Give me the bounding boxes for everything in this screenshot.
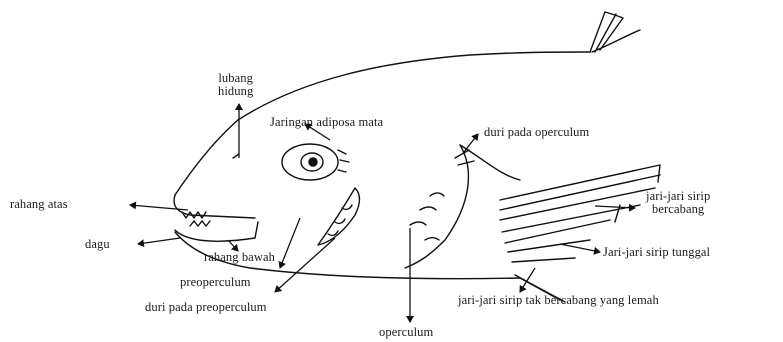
upper-jaw [174, 195, 255, 218]
dorsal-outline [238, 52, 590, 120]
label-jari-tunggal: Jari-jari sirip tunggal [603, 246, 710, 259]
preoperculum-outline [318, 188, 360, 245]
label-duri-preoperculum: duri pada preoperculum [145, 301, 267, 314]
label-operculum: operculum [379, 326, 433, 339]
label-duri-operculum: duri pada operculum [484, 126, 589, 139]
arrow-duri-operculum [464, 134, 478, 152]
snout-outline [175, 120, 238, 195]
label-rahang-atas: rahang atas [10, 198, 68, 211]
lower-jaw [175, 222, 258, 241]
label-preoperculum: preoperculum [180, 276, 251, 289]
arrow-preoperculum [280, 218, 300, 268]
label-lubang-hidung: lubang hidung [218, 72, 253, 98]
label-jari-bercabang: jari-jari sirip bercabang [646, 190, 710, 216]
dorsal-fin [590, 12, 640, 52]
label-jaringan-adiposa: Jaringan adiposa mata [270, 116, 383, 129]
operculum-outline [405, 145, 468, 268]
label-jari-bercabang-line2: bercabang [646, 203, 710, 216]
arrow-dagu [138, 238, 180, 244]
label-hidung-line2: hidung [218, 85, 253, 98]
label-jari-lemah: jari-jari sirip tak bercabang yang lemah [458, 294, 659, 307]
arrow-jari-tunggal [560, 244, 600, 252]
arrow-duri-preoperculum [275, 238, 335, 292]
arrow-rahang-atas [130, 205, 188, 210]
nostril [233, 154, 239, 158]
label-rahang-bawah: rahang bawah [204, 251, 275, 264]
label-dagu: dagu [85, 238, 110, 251]
